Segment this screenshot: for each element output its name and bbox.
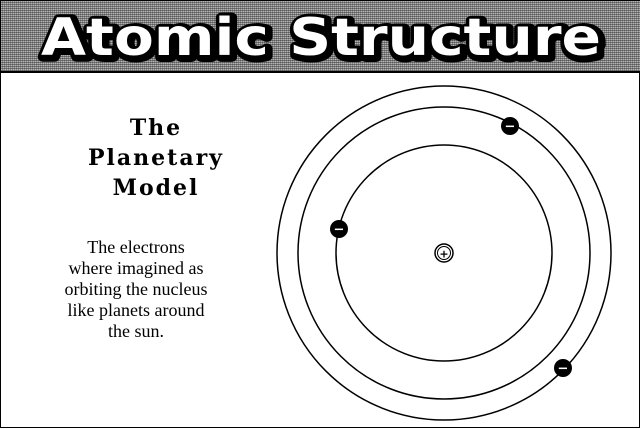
- page-title-outline: Atomic Structure: [43, 10, 603, 70]
- electron: −: [330, 220, 348, 238]
- description-line: orbiting the nucleus: [64, 279, 208, 299]
- electron-symbol: −: [505, 120, 516, 135]
- electron: −: [554, 359, 572, 377]
- nucleus: +: [434, 243, 454, 263]
- inner-orbit: [335, 144, 553, 362]
- electron-symbol: −: [334, 223, 345, 238]
- title-graphic: Atomic Structure Atomic Structure: [38, 5, 608, 71]
- heading-line: The: [129, 115, 183, 141]
- title-bar: Atomic Structure Atomic Structure: [1, 1, 640, 73]
- heading-line: Model: [112, 175, 200, 201]
- heading-line: Planetary: [88, 145, 224, 171]
- model-description: The electrons where imagined as orbiting…: [31, 237, 241, 342]
- description-line: The electrons: [87, 237, 185, 257]
- middle-orbit: [297, 106, 591, 400]
- electron-symbol: −: [558, 362, 569, 377]
- page-title: Atomic Structure: [41, 8, 601, 68]
- description-line: like planets around: [67, 300, 205, 320]
- description-line: where imagined as: [68, 258, 204, 278]
- description-line: the sun.: [108, 321, 164, 341]
- nucleus-symbol: +: [439, 248, 448, 261]
- model-heading: The Planetary Model: [31, 113, 281, 203]
- outer-orbit: [276, 85, 612, 421]
- electron: −: [501, 117, 519, 135]
